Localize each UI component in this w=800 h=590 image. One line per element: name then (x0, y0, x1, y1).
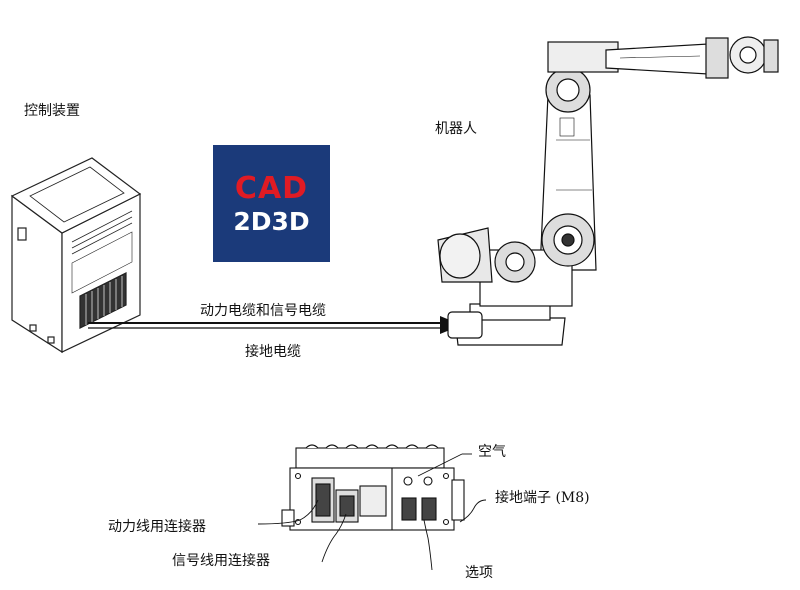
cad-2d3d-logo: CAD 2D3D (213, 145, 330, 262)
robot-arm (437, 36, 779, 346)
air-label: 空气 (478, 444, 506, 460)
connector-panel (281, 444, 465, 531)
logo-line-2: 2D3D (233, 207, 310, 236)
power-signal-cables-label: 动力电缆和信号电缆 (200, 303, 326, 319)
ground-cable-label: 接地电缆 (245, 344, 301, 360)
leader-lines (257, 453, 487, 571)
robot-label: 机器人 (435, 121, 477, 137)
power-connector-label: 动力线用连接器 (108, 519, 206, 535)
logo-line-1: CAD (234, 171, 309, 206)
control-unit-label: 控制装置 (24, 103, 80, 119)
signal-connector-label: 信号线用连接器 (172, 553, 270, 569)
controller-cabinet (10, 157, 142, 354)
ground-terminal-label: 接地端子 (M8) (495, 490, 590, 506)
options-label: 选项 (465, 565, 493, 581)
